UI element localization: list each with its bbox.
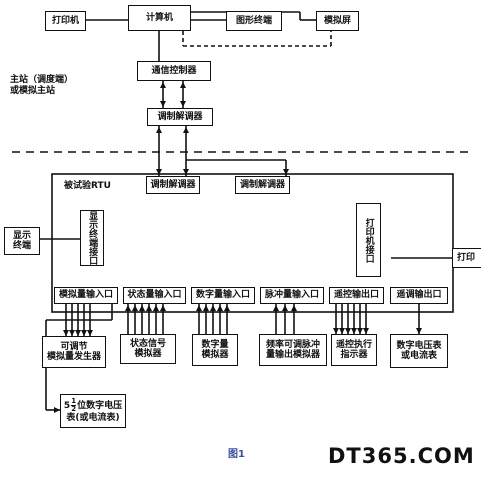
rtu-modem-2-box: 调制解调器 — [235, 176, 290, 194]
status-input-port: 状态量输入口 — [123, 287, 186, 304]
rtu-modem-1-label: 调制解调器 — [150, 179, 196, 190]
pulse-simulator-label: 频率可调脉冲 量输出模拟器 — [265, 339, 320, 360]
comm-controller-label: 通信控制器 — [151, 65, 197, 76]
remote-indicator-box: 遥控执行 指示器 — [331, 334, 377, 366]
simulation-screen-box: 模拟屏 — [316, 11, 359, 31]
comm-controller-box: 通信控制器 — [137, 61, 211, 81]
remote-indicator-label: 遥控执行 指示器 — [335, 339, 372, 360]
display-terminal-box: 显示 终端 — [4, 227, 40, 255]
computer-box: 计算机 — [128, 5, 191, 31]
precision-meter-numerator: 1 — [71, 397, 77, 407]
printer-right-box: 打印 — [452, 248, 481, 268]
setpoint-output-port: 遥调输出口 — [390, 287, 448, 304]
precision-meter-prefix: 5 — [63, 401, 71, 412]
rtu-enclosure — [51, 173, 454, 313]
digital-simulator-label: 数字量 模拟器 — [201, 339, 229, 360]
rtu-modem-2-label: 调制解调器 — [239, 179, 285, 190]
display-terminal-label: 显示 终端 — [12, 230, 31, 251]
simulation-screen-label: 模拟屏 — [323, 15, 351, 26]
digital-simulator-box: 数字量 模拟器 — [192, 334, 238, 366]
status-simulator-box: 状态信号 模拟器 — [120, 334, 176, 364]
master-modem-label: 调制解调器 — [157, 111, 203, 122]
printer-interface-label: 打印机接口 — [363, 217, 374, 263]
graphic-terminal-label: 图形终端 — [235, 15, 272, 26]
printer-label: 打印机 — [51, 15, 79, 26]
analog-generator-box: 可调节 模拟量发生器 — [42, 336, 106, 368]
printer-box: 打印机 — [45, 11, 86, 31]
site-watermark: DT365.COM — [328, 444, 475, 468]
graphic-terminal-box: 图形终端 — [226, 11, 282, 31]
precision-meter-line2: 表(或电流表) — [66, 413, 120, 424]
printer-interface-box: 打印机接口 — [356, 203, 381, 277]
digital-input-label: 数字量输入口 — [195, 290, 250, 301]
master-modem-box: 调制解调器 — [147, 108, 213, 126]
status-input-label: 状态量输入口 — [127, 290, 182, 301]
precision-meter-denominator: 2 — [71, 405, 77, 414]
setpoint-output-label: 遥调输出口 — [396, 290, 442, 301]
remote-control-output-port: 遥控输出口 — [329, 287, 384, 304]
digital-meter-label: 数字电压表 或电流表 — [396, 340, 442, 361]
display-terminal-interface-box: 显示终端接口 — [80, 210, 104, 266]
digital-meter-box: 数字电压表 或电流表 — [390, 334, 448, 368]
remote-control-output-label: 遥控输出口 — [333, 290, 379, 301]
computer-label: 计算机 — [145, 12, 173, 23]
analog-generator-label: 可调节 模拟量发生器 — [46, 341, 101, 362]
analog-input-label: 模拟量输入口 — [58, 290, 113, 301]
printer-right-label: 打印 — [457, 252, 476, 263]
master-station-label: 主站（调度端） 或模拟主站 — [10, 75, 74, 97]
pulse-simulator-box: 频率可调脉冲 量输出模拟器 — [259, 334, 327, 366]
rtu-under-test-label: 被试验RTU — [64, 181, 111, 191]
rtu-modem-1-box: 调制解调器 — [146, 176, 200, 194]
digital-input-port: 数字量输入口 — [191, 287, 255, 304]
precision-meter-suffix: 位数字电压 — [77, 401, 123, 412]
display-terminal-interface-label: 显示终端接口 — [87, 211, 98, 265]
figure-caption: 图1 — [228, 449, 245, 460]
pulse-input-label: 脉冲量输入口 — [264, 290, 319, 301]
analog-input-port: 模拟量输入口 — [54, 287, 118, 304]
status-simulator-label: 状态信号 模拟器 — [129, 338, 166, 359]
pulse-input-port: 脉冲量输入口 — [260, 287, 324, 304]
